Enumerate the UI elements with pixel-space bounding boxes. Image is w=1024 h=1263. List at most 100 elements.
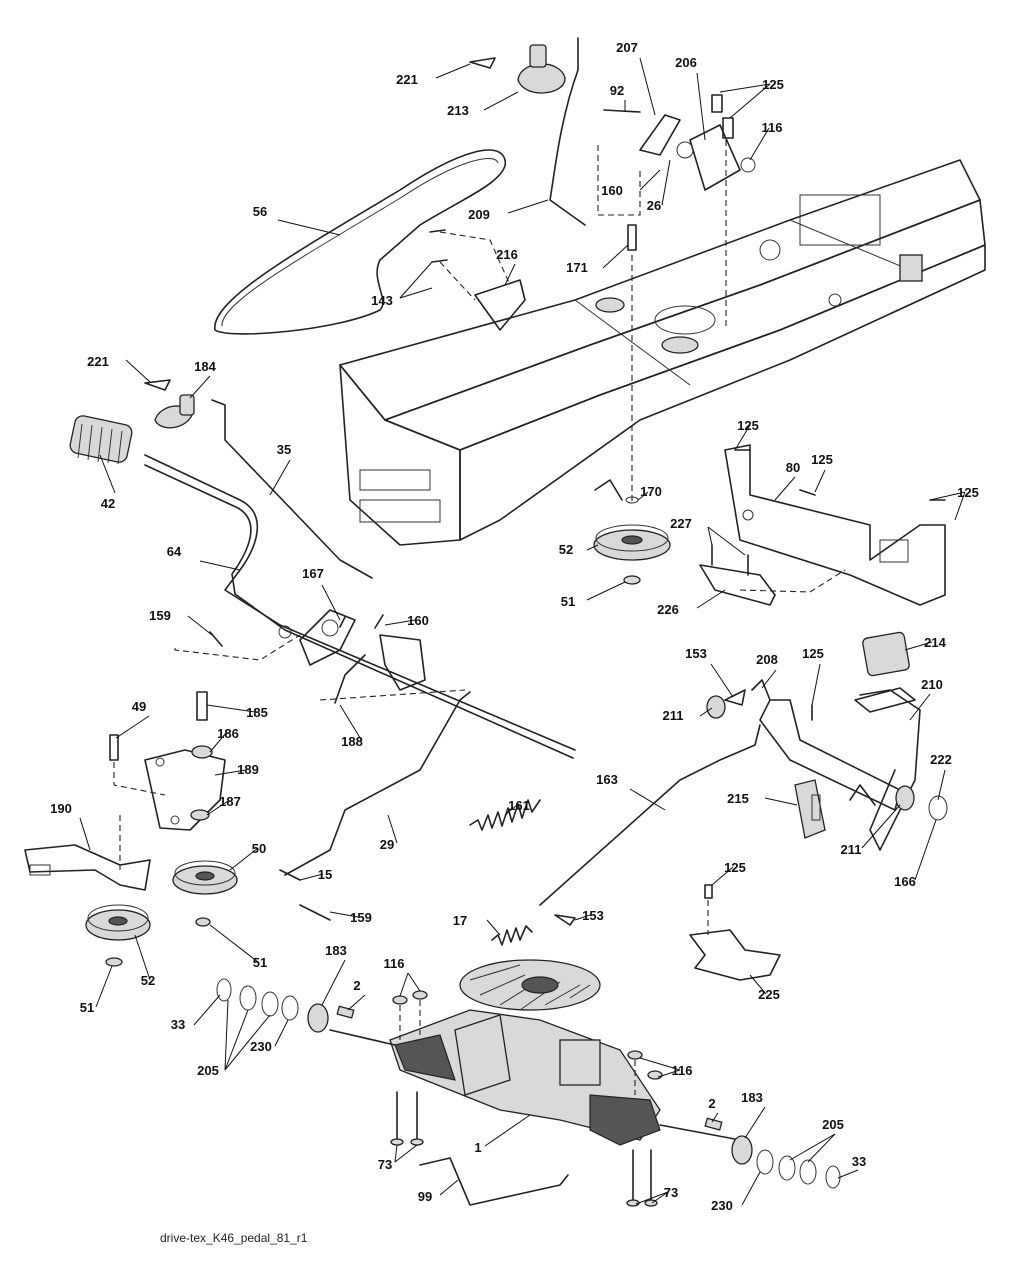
callout-160: 160: [407, 613, 429, 628]
rod-35: [211, 399, 373, 579]
bolt-171: [627, 224, 637, 251]
callout-49: 49: [132, 699, 146, 714]
callout-153: 153: [685, 646, 707, 661]
callout-159: 159: [350, 910, 372, 925]
callout-116: 116: [672, 1063, 693, 1078]
linkage-plate: [174, 609, 466, 701]
callout-188: 188: [341, 734, 363, 749]
callout-208: 208: [756, 652, 778, 667]
leader-lines: [79, 57, 966, 1206]
callout-230: 230: [711, 1198, 733, 1213]
callout-51: 51: [80, 1000, 94, 1015]
diagram-caption: drive-tex_K46_pedal_81_r1: [160, 1231, 308, 1245]
callout-227: 227: [670, 516, 692, 531]
chassis-frame: [339, 159, 986, 546]
callout-186: 186: [217, 726, 239, 741]
drive-belt: [214, 149, 506, 335]
callout-222: 222: [930, 752, 952, 767]
left-axle-hardware: [216, 978, 355, 1033]
callout-64: 64: [167, 544, 182, 559]
shift-knob: [517, 63, 566, 94]
callout-92: 92: [610, 83, 624, 98]
callout-125: 125: [762, 77, 784, 92]
bracket-225: [689, 884, 781, 981]
callout-1: 1: [474, 1140, 481, 1155]
callout-230: 230: [250, 1039, 272, 1054]
callout-205: 205: [822, 1117, 844, 1132]
callout-170: 170: [640, 484, 662, 499]
right-axle-hardware: [704, 1117, 841, 1189]
callout-52: 52: [559, 542, 573, 557]
callout-214: 214: [924, 635, 946, 650]
callout-125: 125: [737, 418, 759, 433]
callout-211: 211: [663, 708, 684, 723]
callout-159: 159: [149, 608, 171, 623]
callout-210: 210: [921, 677, 943, 692]
callout-2: 2: [353, 978, 360, 993]
callout-215: 215: [727, 791, 749, 806]
callout-50: 50: [252, 841, 266, 856]
callout-209: 209: [468, 207, 490, 222]
pulley-52-left: [85, 904, 151, 967]
callout-171: 171: [566, 260, 588, 275]
callout-52: 52: [141, 973, 155, 988]
spring-161: [469, 799, 541, 831]
callout-125: 125: [802, 646, 824, 661]
callout-166: 166: [894, 874, 916, 889]
rod-99: [419, 1157, 569, 1206]
idler-bracket-189: [109, 691, 226, 870]
callout-80: 80: [786, 460, 800, 475]
rod-29: [284, 691, 471, 876]
callout-163: 163: [596, 772, 618, 787]
callout-143: 143: [371, 293, 393, 308]
shift-bracket: [603, 94, 756, 191]
bracket-190: [24, 844, 151, 891]
callout-216: 216: [496, 247, 518, 262]
callout-42: 42: [101, 496, 115, 511]
callout-125: 125: [957, 485, 979, 500]
callout-184: 184: [194, 359, 216, 374]
cover-215: [794, 779, 826, 839]
callout-17: 17: [453, 913, 467, 928]
callout-29: 29: [380, 837, 394, 852]
callout-226: 226: [657, 602, 679, 617]
bracket-80: [724, 444, 946, 606]
callout-56: 56: [253, 204, 267, 219]
callout-153: 153: [582, 908, 604, 923]
callout-167: 167: [302, 566, 324, 581]
callout-125: 125: [724, 860, 746, 875]
grip-42: [69, 415, 133, 465]
callout-221: 221: [87, 354, 109, 369]
callout-205: 205: [197, 1063, 219, 1078]
callout-99: 99: [418, 1189, 432, 1204]
callout-221: 221: [396, 72, 418, 87]
rod-64: [144, 454, 576, 751]
callout-190: 190: [50, 801, 72, 816]
callout-26: 26: [647, 198, 661, 213]
bolts-73: [390, 1091, 658, 1207]
callout-116: 116: [762, 120, 783, 135]
callout-185: 185: [246, 705, 268, 720]
callout-206: 206: [675, 55, 697, 70]
callout-225: 225: [758, 987, 780, 1002]
pulley-52-center: [593, 479, 671, 585]
callout-2: 2: [708, 1096, 715, 1111]
callout-73: 73: [378, 1157, 392, 1172]
callout-33: 33: [852, 1154, 866, 1169]
shift-lever-rod: [549, 37, 586, 226]
callout-33: 33: [171, 1017, 185, 1032]
callout-160: 160: [601, 183, 623, 198]
callout-213: 213: [447, 103, 469, 118]
callout-35: 35: [277, 442, 291, 457]
callout-187: 187: [219, 794, 241, 809]
bracket-226: [699, 544, 846, 606]
pulley-50: [172, 860, 238, 927]
callout-189: 189: [237, 762, 259, 777]
callout-15: 15: [318, 867, 332, 882]
callout-125: 125: [811, 452, 833, 467]
callout-183: 183: [325, 943, 347, 958]
callout-51: 51: [253, 955, 267, 970]
spring-17: [491, 925, 533, 946]
